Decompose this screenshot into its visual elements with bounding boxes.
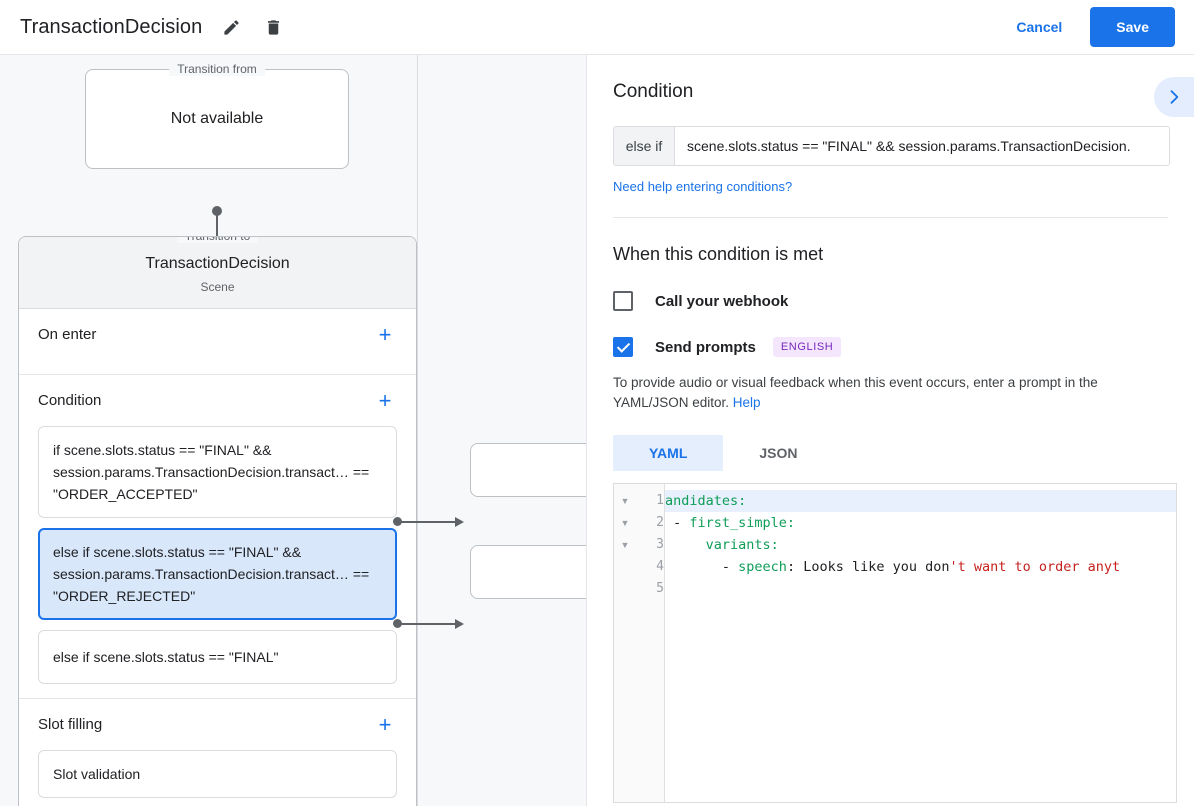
language-badge: ENGLISH xyxy=(772,337,842,357)
condition-list-item[interactable]: else if scene.slots.status == "FINAL" &&… xyxy=(38,528,397,620)
code-token: 't want to order anyt xyxy=(949,559,1121,575)
line-number: 3 xyxy=(656,537,664,552)
code-line xyxy=(665,578,1177,600)
condition-expression-input[interactable] xyxy=(675,127,1169,165)
webhook-row[interactable]: Call your webhook xyxy=(613,291,1168,311)
section-slot-filling: Slot filling + Slot validation xyxy=(19,699,416,806)
add-condition-button[interactable]: + xyxy=(378,387,392,413)
condition-prefix-label: else if xyxy=(614,127,675,165)
code-token: : Looks like you don xyxy=(786,559,950,575)
section-condition: Condition + if scene.slots.status == "FI… xyxy=(19,375,416,699)
code-token: first_simple: xyxy=(689,515,796,531)
transition-to-node[interactable]: Transition to TransactionDecision Scene … xyxy=(18,236,417,806)
code-token: andidates: xyxy=(665,493,747,509)
transition-from-node[interactable]: Transition from Not available xyxy=(85,62,349,169)
slot-validation-item[interactable]: Slot validation xyxy=(38,750,397,798)
code-line: - speech: Looks like you don't want to o… xyxy=(665,556,1177,578)
condition-2-out-arrow xyxy=(455,619,464,629)
condition-help-link[interactable]: Need help entering conditions? xyxy=(613,179,793,194)
transition-from-value: Not available xyxy=(170,110,264,127)
call-webhook-label: Call your webhook xyxy=(655,292,789,310)
edit-name-button[interactable] xyxy=(216,12,246,42)
fold-toggle[interactable]: ▼ xyxy=(620,496,630,506)
tab-yaml[interactable]: YAML xyxy=(613,435,724,471)
top-app-bar: TransactionDecision Cancel Save xyxy=(0,0,1194,55)
panel-heading: Condition xyxy=(613,81,694,102)
code-fold-column: ▼ ▼ ▼ xyxy=(614,484,636,802)
prompts-hint-text: To provide audio or visual feedback when… xyxy=(613,375,1098,410)
code-token xyxy=(665,537,706,553)
condition-2-out-dot xyxy=(393,619,402,628)
canvas-vertical-divider xyxy=(417,55,418,806)
pencil-icon xyxy=(224,19,239,35)
fold-spacer xyxy=(614,578,636,600)
target-node-2[interactable] xyxy=(470,545,586,599)
editor-right-border xyxy=(1176,484,1177,802)
line-number: 4 xyxy=(656,559,664,574)
line-number: 1 xyxy=(656,493,664,508)
section-on-enter-header: On enter + xyxy=(38,309,397,360)
condition-editor-section: Condition else if Need help entering con… xyxy=(587,55,1194,218)
section-slot-filling-title: Slot filling xyxy=(38,716,103,733)
save-button[interactable]: Save xyxy=(1090,7,1175,47)
code-line: andidates: xyxy=(665,490,1177,512)
condition-list-item[interactable]: else if scene.slots.status == "FINAL" xyxy=(38,630,397,684)
collapse-panel-button[interactable] xyxy=(1154,77,1194,117)
condition-list-item[interactable]: if scene.slots.status == "FINAL" && sess… xyxy=(38,426,397,518)
fold-spacer xyxy=(614,556,636,578)
target-node-1[interactable] xyxy=(470,443,586,497)
section-condition-title: Condition xyxy=(38,392,102,409)
section-slot-filling-header: Slot filling + xyxy=(38,699,397,750)
page-title: TransactionDecision xyxy=(20,15,203,38)
scene-header: TransactionDecision Scene xyxy=(19,237,416,309)
chevron-right-icon xyxy=(1170,90,1179,104)
section-on-enter-title: On enter xyxy=(38,326,97,343)
send-prompts-checkbox[interactable] xyxy=(613,337,633,357)
condition-1-out-line xyxy=(401,521,457,523)
when-condition-met-section: When this condition is met Call your web… xyxy=(587,218,1194,806)
when-condition-met-heading: When this condition is met xyxy=(613,244,824,264)
send-prompts-row[interactable]: Send prompts ENGLISH xyxy=(613,337,1168,357)
section-on-enter: On enter + xyxy=(19,309,416,375)
condition-1-out-arrow xyxy=(455,517,464,527)
transition-from-legend: Transition from xyxy=(169,62,265,76)
tab-json[interactable]: JSON xyxy=(759,445,798,461)
code-token: variants: xyxy=(705,537,779,553)
cancel-button[interactable]: Cancel xyxy=(1002,9,1076,45)
condition-1-out-dot xyxy=(393,517,402,526)
prompts-hint: To provide audio or visual feedback when… xyxy=(613,373,1168,413)
delete-button[interactable] xyxy=(258,12,288,42)
add-on-enter-button[interactable]: + xyxy=(378,321,392,347)
panel-section-divider xyxy=(613,217,1168,218)
code-line-numbers: 1 2 3 4 5 xyxy=(636,484,665,802)
condition-input-row[interactable]: else if xyxy=(613,126,1170,166)
transition-to-legend: Transition to xyxy=(176,237,259,243)
fold-toggle[interactable]: ▼ xyxy=(620,518,630,528)
add-slot-filling-button[interactable]: + xyxy=(378,711,392,737)
flow-canvas[interactable]: Transition from Not available Transition… xyxy=(0,55,586,806)
fold-toggle[interactable]: ▼ xyxy=(620,540,630,550)
code-line: - first_simple: xyxy=(665,512,1177,534)
section-condition-header: Condition + xyxy=(38,375,397,426)
code-token: - xyxy=(665,515,690,531)
code-line: variants: xyxy=(665,534,1177,556)
code-content[interactable]: andidates: - first_simple: variants: - s… xyxy=(665,484,1177,802)
condition-2-out-line xyxy=(401,623,457,625)
line-number: 5 xyxy=(656,581,664,596)
details-panel: Condition else if Need help entering con… xyxy=(586,55,1194,806)
scene-name: TransactionDecision xyxy=(145,255,290,272)
prompts-help-link[interactable]: Help xyxy=(732,395,761,410)
send-prompts-label: Send prompts xyxy=(655,338,756,356)
editor-format-tabs: YAML JSON xyxy=(613,435,1168,471)
code-editor[interactable]: ▼ ▼ ▼ 1 2 3 4 5 andidates: - first_simpl… xyxy=(613,483,1177,803)
trash-icon xyxy=(267,19,279,35)
call-webhook-checkbox[interactable] xyxy=(613,291,633,311)
code-token: - xyxy=(665,559,739,575)
scene-type: Scene xyxy=(200,280,235,294)
line-number: 2 xyxy=(656,515,664,530)
code-token: speech xyxy=(738,559,787,575)
